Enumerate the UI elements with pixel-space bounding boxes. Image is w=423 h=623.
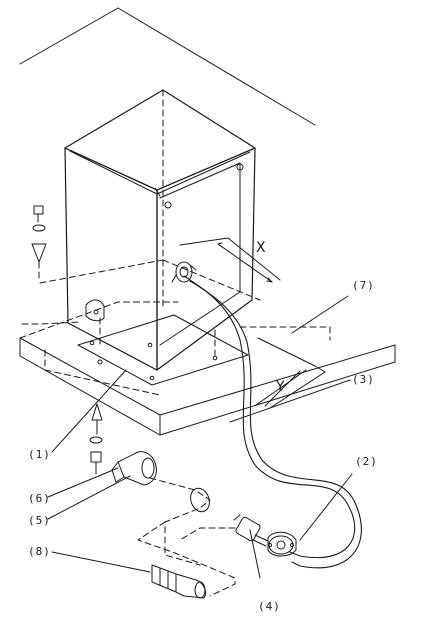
cabinet: [64, 89, 256, 371]
washer-icon: [32, 224, 46, 232]
callout-1: (1): [28, 448, 51, 461]
dimension-x-label: X: [256, 240, 266, 256]
mounting-base: [19, 301, 396, 436]
dimension-y: [255, 337, 326, 409]
washer-icon: [89, 436, 103, 444]
callout-2: (2): [355, 455, 378, 468]
plug-connector: [233, 514, 269, 547]
bolt-icon: [90, 451, 102, 475]
callout-4: (4): [258, 600, 281, 613]
callout-3: (3): [352, 373, 375, 386]
callout-7: (7): [352, 279, 375, 292]
leader-lines: [47, 295, 353, 579]
wall-plane: [19, 7, 316, 126]
dimension-x: [179, 237, 281, 283]
socket-connector: [151, 564, 207, 599]
callout-6: (6): [28, 492, 51, 505]
callout-8: (8): [28, 545, 51, 558]
base-plate: [77, 314, 249, 386]
dimension-y-label: Y: [275, 379, 285, 395]
cable-gland: [171, 261, 197, 283]
connector-assembly: [111, 451, 157, 486]
flange-connector: [267, 531, 297, 557]
direction-arrow-icon: [31, 243, 47, 263]
callout-5: (5): [28, 514, 51, 527]
o-ring: [190, 487, 210, 513]
bolt-icon: [33, 205, 44, 223]
power-cable: [183, 275, 362, 569]
plate-screws: [89, 340, 218, 381]
connection-paths: [137, 477, 236, 597]
